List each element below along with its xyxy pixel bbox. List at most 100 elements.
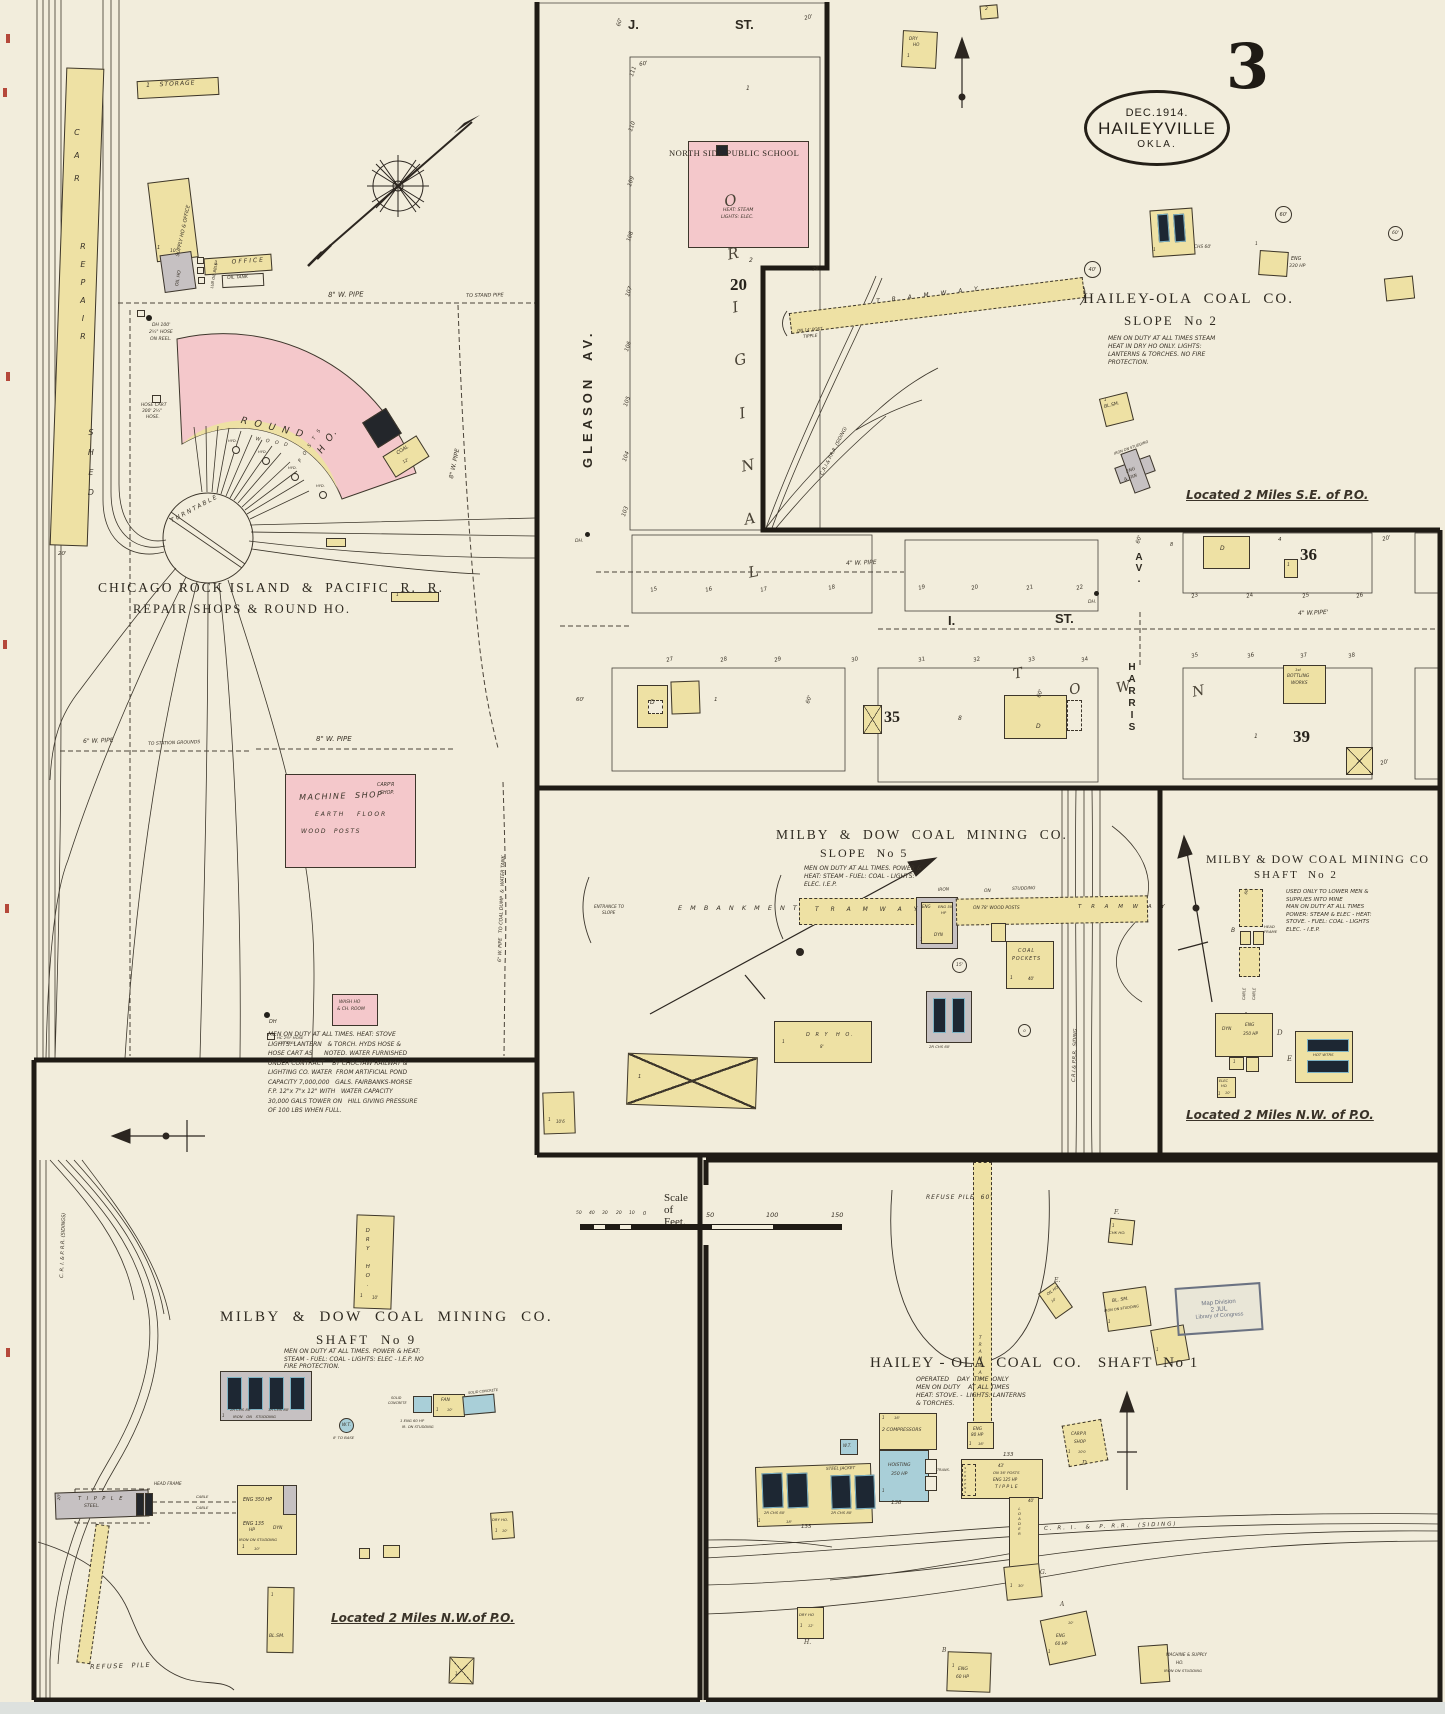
label-entrance-2: SLOPE [602,910,616,915]
label-j-street-2: ST. [735,17,754,32]
building-trestle-shaft2-b [1239,947,1260,977]
label-shed-sw-1: 1 [548,1118,551,1123]
note-shaft1-note-line3: HEAT: STOVE. - LIGHTS: LANTERNS [916,1392,1026,1399]
label-engA-a: A [1060,1601,1065,1608]
label-dh2: DH [269,1019,277,1025]
label-hose-cart-2: 300' 2½" [142,409,163,414]
label-block-20: 20 [730,275,747,294]
label-wt1: W.T. [843,1443,852,1448]
label-vacant-s5: 1 [638,1074,642,1080]
label-boiler9-3: IRON ON STUDDING [233,1414,276,1419]
label-dry-s5-1: 1 [782,1040,785,1045]
label-eng9-1: ENG 350 HP [243,1498,273,1503]
label-boiler1-3: 2R CHS 80' [831,1510,853,1515]
label-elec2-3: 1 [1218,1091,1221,1096]
label-block-35: 35 [884,709,900,726]
building-engine-house-shaft9-iron [283,1485,297,1515]
label-bottling-3: WORKS [1291,681,1308,686]
label-eng9-4: DYN [273,1526,283,1531]
label-school-lights: LIGHTS: ELEC. [721,215,754,220]
label-eng80-3: 1 [969,1441,972,1446]
label-elec2-4: 10' [1225,1091,1231,1095]
label-dry-9: DRY HO. [364,1228,371,1291]
label-eng2-3: 350 HP [1243,1031,1258,1036]
label-dry1-1: DRY HO [799,1612,814,1617]
label-fan9-7: 1 ENG 60 HP [400,1418,425,1423]
label-dry9b-3: 10' [502,1529,508,1533]
scale-tick-2: 40 [589,1211,595,1216]
label-harris-av: HARRIS [1126,662,1138,734]
label-tipple9-dim: 20' [56,1493,62,1501]
building-stack-slope5-b [952,998,965,1033]
building-engine-330hp [1258,250,1289,277]
label-car-shed-2: REPAIR [78,242,88,350]
note-water-supply-note-line7: F.P. 12"x 7"x 12" WITH WATER CAPACITY [268,1088,393,1095]
building-water-tank-shaft1 [840,1439,858,1455]
label-engB-b: B [942,1647,947,1654]
label-eng80-1: ENG [973,1426,983,1431]
label-shed9c-no: 1 [455,1671,458,1676]
label-engA-1: 10' [1068,1621,1074,1625]
label-boiler-s2-no: 1 [1153,248,1156,253]
label-slope5-title-1: MILBY & DOW COAL MINING CO. [776,827,1068,842]
building-engine-shaft2-ext2 [1246,1057,1259,1072]
label-supply1: 1 [1156,1347,1159,1352]
label-cable2-a: CABLE [1241,987,1247,1001]
margin-mark-2 [3,88,7,97]
label-rr-title-1: CHICAGO ROCK ISLAND & PACIFIC R. R. [98,580,445,595]
label-block-36: 36 [1300,545,1317,564]
dh-hydrant-harris [1094,591,1099,596]
scale-bar-segment-8 [774,1224,842,1230]
title-stamp-oval: DEC.1914. HAILEYVILLE OKLA. [1084,90,1230,166]
building-bottling-works [1283,665,1326,704]
label-engA-4: 1 [1048,1649,1051,1654]
note-shaft2-note-line4: POWER: STEAM & ELEC - HEAT: [1286,911,1372,918]
label-dim-60-c: 60' [576,697,585,703]
building-compressor-house [879,1413,937,1450]
scale-tick-1: 50 [576,1211,582,1216]
circle-hydrant-1 [232,446,240,454]
label-pipe6-west: 6" W. PIPE [82,736,114,745]
label-check-f: F. [1114,1209,1120,1216]
railroad-tracks [36,0,1441,1700]
label-dry-9-dim: 10' [372,1295,379,1300]
building-stack-shaft9-4 [290,1377,305,1410]
label-coal-pockets-2: POCKETS [1012,957,1042,962]
dh-hydrant-machine-shop [264,1012,270,1018]
circle-marker-60-b: 60' [1388,226,1403,241]
label-tipple1-1: 133 [1003,1452,1014,1458]
building-hose-cart-house [152,395,161,403]
building-dwelling-block36 [1203,536,1250,569]
note-water-supply-note-line8: 30,000 GALS TOWER ON HILL GIVING PRESSUR… [268,1097,418,1105]
building-engine-80hp-shaft1 [967,1422,994,1449]
building-stack-shaft1-3 [830,1474,852,1510]
building-porch-b1 [1067,700,1082,731]
label-boiler9-1: 2R CHS 80' [230,1407,252,1412]
label-tramway-s5-e: T R A M W A Y [1078,904,1169,910]
label-carp-shop-1: CARP'R [377,783,395,788]
building-stack-shaft9-2 [248,1377,263,1410]
building-engine-house-shaft2 [1215,1013,1273,1057]
label-eng-s5-1: ENG [922,904,931,909]
label-located-se: Located 2 Miles S.E. of P.O. [1186,488,1369,502]
label-hoist-4: 138 [891,1500,902,1506]
note-water-supply-note-line5: LIGHTING CO. WATER FROM ARTIFICIAL POND [268,1069,408,1076]
note-shaft1-note-line1: OPERATED DAY TIME ONLY [916,1376,1009,1383]
page-bottom-edge [0,1702,1445,1714]
compass-rose [307,115,480,267]
label-tramway-1: TRAMWAY [977,1336,983,1385]
label-lot-1-39: 1 [1254,733,1258,740]
note-water-supply-note-line4: UNDER CONTRACT BY CHOCTAW RAILWAY & [268,1059,408,1067]
building-wash-house [332,994,378,1026]
note-water-supply-note-line2: LIGHTS: LANTERN & TORCH. HYDS HOSE & [268,1040,402,1048]
note-slope5-note-line1: MEN ON DUTY AT ALL TIMES. POWER & [804,865,922,872]
label-elec2-2: HO. [1221,1084,1228,1088]
building-oil-bbl-1 [197,257,204,264]
label-shaft9-title-2: SHAFT No 9 [316,1332,417,1347]
label-iron-s5-2: ON [984,889,991,894]
building-tramway-shaft1 [973,1162,992,1446]
note-water-supply-note-line9: OF 100 LBS WHEN FULL. [268,1107,342,1114]
scale-bar-segment-7 [711,1224,774,1230]
building-hoisting-house [879,1450,929,1502]
